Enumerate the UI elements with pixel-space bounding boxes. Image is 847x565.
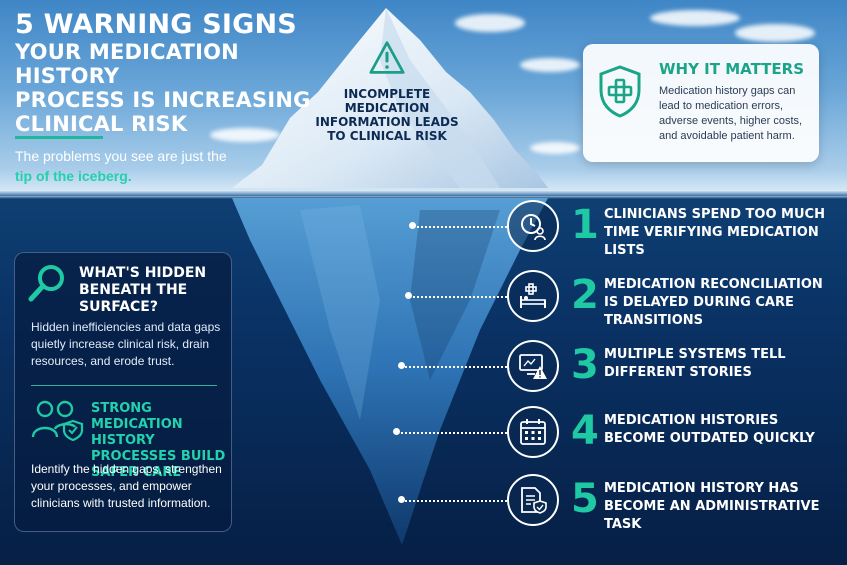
sign-number: 4 (571, 408, 599, 454)
hidden-panel-body: Hidden inefficiencies and data gaps quie… (31, 320, 221, 368)
hospital-bed-icon (520, 283, 546, 308)
sign-icon-ring (507, 340, 559, 392)
magnifying-glass-icon (28, 265, 64, 302)
sign-text: MEDICATION RECONCILIATION IS DELAYED DUR… (604, 277, 823, 328)
title-line-3: PROCESS IS INCREASING (15, 88, 311, 112)
connector-line (397, 432, 507, 434)
subtitle: The problems you see are just the tip of… (15, 148, 227, 184)
connector-line (409, 296, 507, 298)
connector-dot (405, 292, 412, 299)
title-line-1: 5 WARNING SIGNS (15, 9, 297, 40)
water-surface-line (0, 190, 847, 196)
hidden-beneath-surface-card: WHAT'S HIDDEN BENEATH THE SURFACE? Hidde… (14, 252, 232, 532)
shield-medical-cross-icon (599, 65, 641, 118)
connector-line (413, 226, 507, 228)
title-line-2: YOUR MEDICATION HISTORY (15, 40, 239, 88)
warning-sign-4: 4 MEDICATION HISTORIES BECOME OUTDATED Q… (0, 404, 847, 464)
title-underline (15, 136, 103, 139)
warning-sign-3: 3 MULTIPLE SYSTEMS TELL DIFFERENT STORIE… (0, 338, 847, 398)
connector-line (402, 366, 507, 368)
why-it-matters-body: Medication history gaps can lead to medi… (659, 85, 803, 142)
document-shield-icon (521, 487, 547, 514)
warning-sign-2: 2 MEDICATION RECONCILIATION IS DELAYED D… (0, 268, 847, 328)
clock-clinician-icon (521, 214, 546, 240)
hidden-panel-divider (31, 385, 217, 386)
strong-processes-body: Identify the hidden gaps, strengthen you… (31, 462, 222, 510)
sign-icon-ring (507, 270, 559, 322)
iceberg-underwater (232, 198, 548, 545)
sign-number: 1 (571, 202, 599, 248)
warning-sign-1: 1 CLINICIANS SPEND TOO MUCH TIME VERIFYI… (0, 198, 847, 258)
sign-icon-ring (507, 474, 559, 526)
why-it-matters-card: WHY IT MATTERS Medication history gaps c… (583, 44, 819, 162)
sign-number: 2 (571, 272, 599, 318)
monitor-warning-icon (519, 354, 547, 379)
sign-text: MULTIPLE SYSTEMS TELL DIFFERENT STORIES (604, 347, 786, 380)
sign-number: 3 (571, 342, 599, 388)
connector-line (402, 500, 507, 502)
sign-icon-ring (507, 200, 559, 252)
sign-icon-ring (507, 406, 559, 458)
title-line-4: CLINICAL RISK (15, 112, 188, 136)
page-title: 5 WARNING SIGNS YOUR MEDICATION HISTORY … (15, 9, 315, 137)
connector-dot (398, 496, 405, 503)
strong-processes-title: STRONG MEDICATION HISTORY PROCESSES BUIL… (91, 401, 226, 480)
sign-number: 5 (571, 476, 599, 522)
clinicians-shield-icon (31, 400, 84, 441)
warning-sign-5: 5 MEDICATION HISTORY HAS BECOME AN ADMIN… (0, 472, 847, 532)
calendar-icon (520, 419, 546, 445)
sign-text: MEDICATION HISTORIES BECOME OUTDATED QUI… (604, 413, 815, 446)
tip-callout: INCOMPLETE MEDICATION INFORMATION LEADS … (312, 40, 462, 143)
sign-text: CLINICIANS SPEND TOO MUCH TIME VERIFYING… (604, 207, 825, 258)
why-it-matters-title: WHY IT MATTERS (659, 60, 804, 78)
subtitle-prefix: The problems you see are just (15, 148, 204, 164)
connector-dot (393, 428, 400, 435)
connector-dot (398, 362, 405, 369)
connector-dot (409, 222, 416, 229)
subtitle-highlight: tip of the iceberg. (15, 168, 132, 184)
hidden-panel-title: WHAT'S HIDDEN BENEATH THE SURFACE? (79, 265, 207, 315)
tip-callout-text: INCOMPLETE MEDICATION INFORMATION LEADS … (315, 87, 459, 143)
sign-text: MEDICATION HISTORY HAS BECOME AN ADMINIS… (604, 481, 820, 532)
warning-triangle-icon (369, 41, 405, 74)
